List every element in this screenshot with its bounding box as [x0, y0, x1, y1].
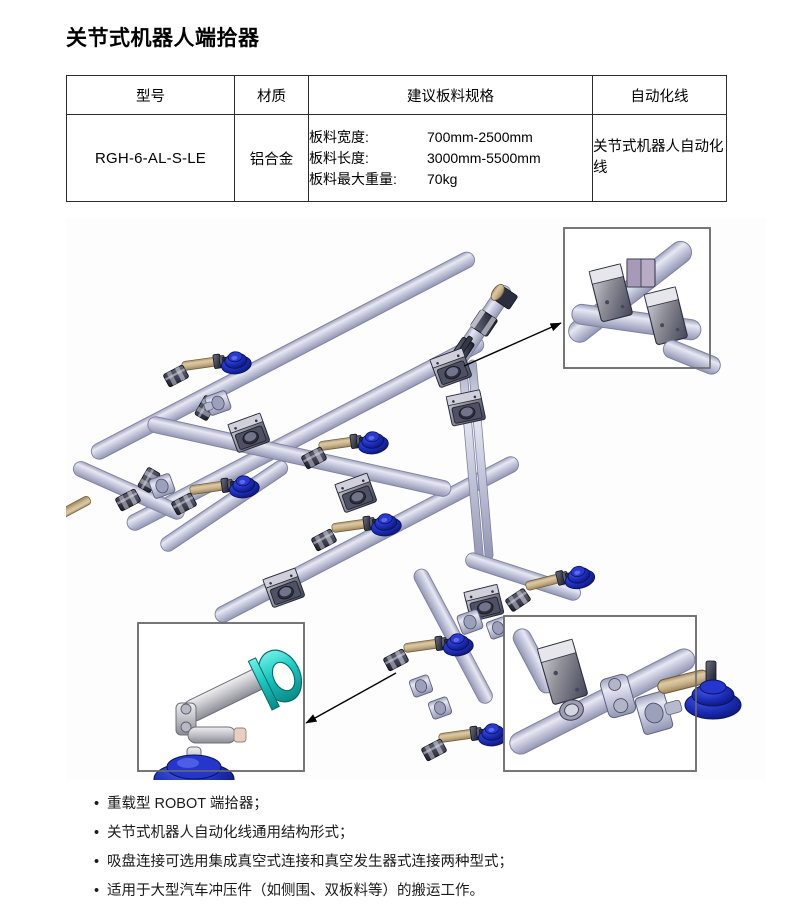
spec-line-weight: 板料最大重量: 70kg: [309, 169, 592, 190]
spec-value-width: 700mm-2500mm: [427, 128, 533, 145]
bullet-text: 关节式机器人自动化线通用结构形式；: [107, 825, 354, 841]
suction-cup-assembly: [437, 721, 510, 754]
callout-bottom-left: [137, 622, 305, 780]
product-illustration: [66, 218, 766, 780]
list-item: • 适用于大型汽车冲压件（如侧围、双板料等）的搬运工作。: [94, 877, 734, 906]
table-header-row: 型号 材质 建议板料规格 自动化线: [66, 75, 727, 115]
cell-automation-line: 关节式机器人自动化线: [592, 114, 727, 202]
spec-line-width: 板料宽度: 700mm-2500mm: [309, 127, 592, 148]
spec-table: 型号 材质 建议板料规格 自动化线 RGH-6-AL-S-LE 铝合金 板料宽度…: [66, 75, 727, 202]
spec-label-width: 板料宽度:: [309, 128, 369, 145]
leader-arrow-bottom-left: [305, 672, 397, 724]
swivel-joint: [203, 390, 232, 416]
table-row: RGH-6-AL-S-LE 铝合金 板料宽度: 700mm-2500mm 板料长…: [66, 114, 727, 202]
page-title: 关节式机器人端拾器: [66, 27, 260, 50]
list-item: • 吸盘连接可选用集成真空式连接和真空发生器式连接两种型式；: [94, 848, 734, 877]
bullet-marker: •: [94, 825, 100, 841]
cell-blank-spec: 板料宽度: 700mm-2500mm 板料长度: 3000mm-5500mm 板…: [308, 114, 593, 202]
spec-value-length: 3000mm-5500mm: [427, 149, 541, 166]
header-automation-line: 自动化线: [592, 75, 727, 115]
suction-cup-assembly: [66, 485, 94, 539]
callout-top-right: [563, 227, 721, 375]
tube-riser-apex: [457, 357, 494, 563]
bullet-marker: •: [94, 854, 100, 870]
tube-rail-right: [465, 552, 581, 601]
list-item: • 关节式机器人自动化线通用结构形式；: [94, 819, 734, 848]
header-model: 型号: [66, 75, 235, 115]
bullet-marker: •: [94, 883, 100, 899]
swivel-joint: [148, 473, 176, 499]
feature-list: • 重载型 ROBOT 端拾器； • 关节式机器人自动化线通用结构形式； • 吸盘连接…: [94, 790, 734, 906]
swivel-joint: [408, 674, 434, 698]
header-material: 材质: [234, 75, 309, 115]
band-clamp: [382, 648, 410, 672]
cell-material: 铝合金: [234, 114, 309, 202]
spec-value-weight: 70kg: [427, 170, 458, 187]
bullet-text: 适用于大型汽车冲压件（如侧围、双板料等）的搬运工作。: [107, 883, 484, 899]
tube-truss-upper: [147, 416, 452, 497]
spec-label-length: 板料长度:: [309, 149, 369, 166]
bullet-text: 重载型 ROBOT 端拾器；: [107, 796, 268, 812]
cross-clamp-apex-lower: [445, 389, 487, 427]
band-clamp: [504, 587, 532, 613]
spec-line-length: 板料长度: 3000mm-5500mm: [309, 148, 592, 169]
header-blank-spec: 建议板料规格: [308, 75, 593, 115]
spec-label-weight: 板料最大重量:: [309, 170, 397, 187]
main-frame-structure: [66, 251, 598, 762]
callout-bottom-right: [503, 615, 742, 772]
list-item: • 重载型 ROBOT 端拾器；: [94, 790, 734, 819]
tooling-assembly-drawing: [66, 227, 742, 780]
bullet-text: 吸盘连接可选用集成真空式连接和真空发生器式连接两种型式；: [107, 854, 513, 870]
swivel-joint: [427, 696, 453, 720]
swivel-joint: [456, 609, 484, 635]
bullet-marker: •: [94, 796, 100, 812]
leader-arrow-top-right: [463, 322, 562, 367]
tube-spine-main: [90, 251, 475, 460]
cell-model: RGH-6-AL-S-LE: [66, 114, 235, 202]
